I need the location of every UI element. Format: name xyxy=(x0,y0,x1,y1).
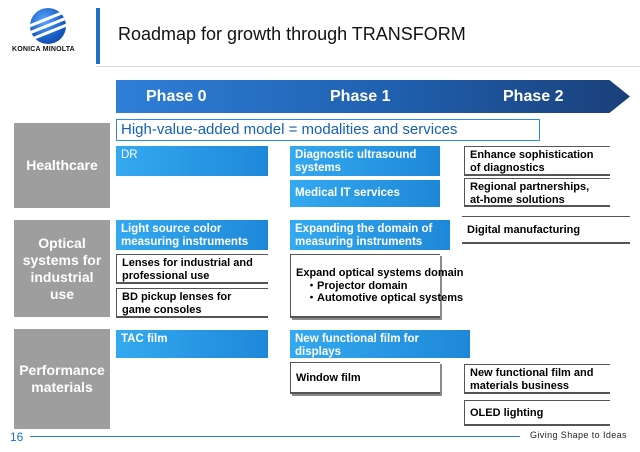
footer-tagline: Giving Shape to Ideas xyxy=(530,430,627,440)
page-number: 16 xyxy=(10,430,24,444)
dr-box: DR xyxy=(116,146,268,176)
digital-manufacturing-box: Digital manufacturing xyxy=(462,216,630,244)
oled-lighting-box: OLED lighting xyxy=(464,400,610,426)
title-accent-bar xyxy=(96,8,100,64)
expand-optical-box: Expand optical systems domain ・Projector… xyxy=(290,254,464,318)
lenses-industrial-box: Lenses for industrial and professional u… xyxy=(116,254,268,284)
title-divider xyxy=(96,66,640,67)
tac-film-box: TAC film xyxy=(116,330,268,358)
enhance-diagnostics-box: Enhance sophistication of diagnostics xyxy=(464,146,610,176)
light-source-box: Light source color measuring instruments xyxy=(116,220,268,250)
phase-arrow xyxy=(116,80,630,113)
medical-it-box: Medical IT services xyxy=(290,180,440,207)
high-value-banner: High-value-added model = modalities and … xyxy=(116,119,540,141)
logo-text: KONICA MINOLTA xyxy=(12,46,75,53)
bd-pickup-box: BD pickup lenses for game consoles xyxy=(116,288,268,318)
expand-optical-item-automotive: ・Automotive optical systems xyxy=(306,292,464,304)
category-healthcare: Healthcare xyxy=(14,123,110,208)
new-functional-film-box: New functional film for displays xyxy=(290,330,470,358)
page-title: Roadmap for growth through TRANSFORM xyxy=(118,24,466,44)
window-film-box: Window film xyxy=(290,362,440,394)
ultrasound-box: Diagnostic ultrasound systems xyxy=(290,146,440,176)
phase-1-label: Phase 1 xyxy=(330,88,391,105)
expand-optical-title: Expand optical systems domain xyxy=(296,267,464,279)
expand-optical-item-projector: ・Projector domain xyxy=(306,279,408,292)
category-optical: Optical systems for industrial use xyxy=(14,220,110,317)
category-performance: Performance materials xyxy=(14,329,110,429)
expanding-domain-box: Expanding the domain of measuring instru… xyxy=(290,220,450,250)
new-film-business-box: New functional film and materials busine… xyxy=(464,364,610,394)
regional-partnerships-box: Regional partnerships, at-home solutions xyxy=(464,178,610,207)
footer-divider xyxy=(30,436,520,437)
konica-minolta-logo-icon xyxy=(30,8,66,44)
phase-2-label: Phase 2 xyxy=(503,88,564,105)
phase-0-label: Phase 0 xyxy=(146,88,207,105)
